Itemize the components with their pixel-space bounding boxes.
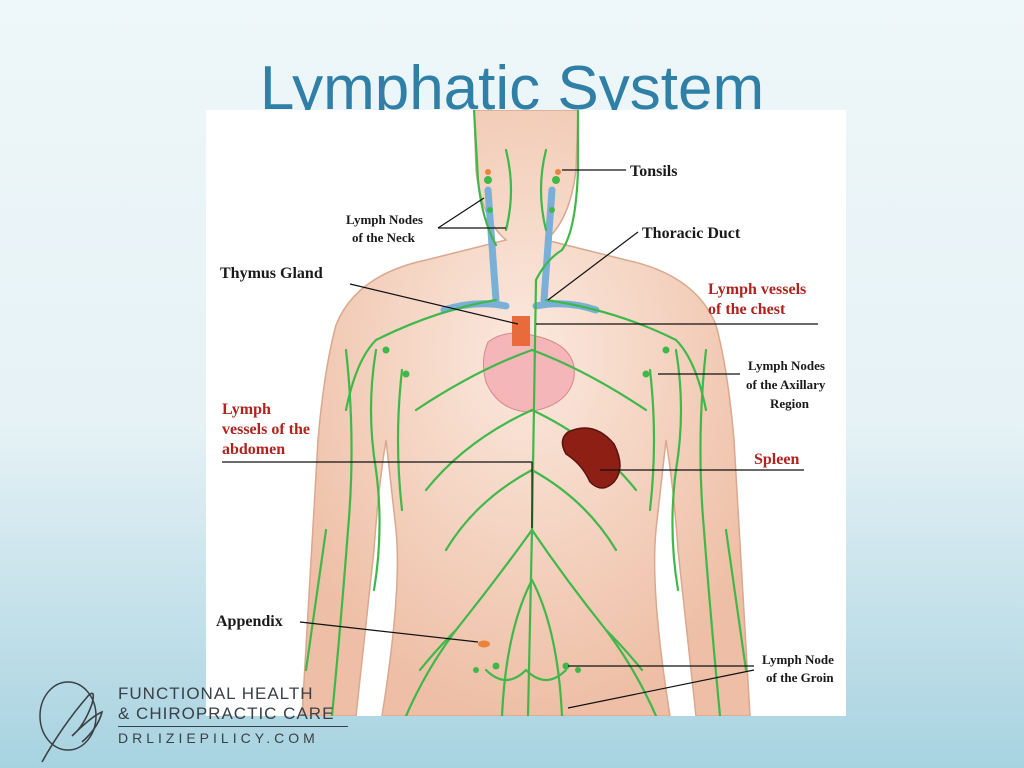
lymphatic-diagram: Tonsils Lymph Nodes of the Neck Thoracic… — [206, 110, 846, 716]
label-groin-1: Lymph Node — [762, 652, 834, 667]
brand-logo: FUNCTIONAL HEALTH & CHIROPRACTIC CARE DR… — [32, 676, 362, 768]
label-groin-2: of the Groin — [766, 670, 834, 685]
leader-lines — [222, 169, 818, 709]
spleen — [561, 427, 621, 489]
label-axillary-3: Region — [770, 396, 810, 411]
label-neck-nodes-1: Lymph Nodes — [346, 212, 423, 227]
label-abdomen-2: vessels of the — [222, 421, 310, 438]
label-abdomen-1: Lymph — [222, 401, 271, 418]
label-abdomen-3: abdomen — [222, 441, 285, 458]
appendix — [478, 640, 490, 648]
label-thoracic-duct: Thoracic Duct — [642, 225, 741, 242]
label-tonsils: Tonsils — [630, 163, 677, 180]
logo-line-2: & CHIROPRACTIC CARE — [118, 704, 335, 723]
logo-url: DRLIZIEPILICY.COM — [118, 730, 319, 746]
logo-line-1: FUNCTIONAL HEALTH — [118, 684, 314, 703]
signature-mark-icon — [39, 681, 104, 763]
label-thymus: Thymus Gland — [220, 265, 323, 282]
label-group: Tonsils Lymph Nodes of the Neck Thoracic… — [216, 163, 834, 685]
label-chest-vessels-1: Lymph vessels — [708, 281, 806, 298]
label-chest-vessels-2: of the chest — [708, 301, 786, 318]
lymph-nodes — [382, 176, 670, 673]
logo-divider — [118, 726, 348, 727]
label-neck-nodes-2: of the Neck — [352, 230, 416, 245]
label-spleen: Spleen — [754, 451, 799, 468]
label-axillary-2: of the Axillary — [746, 377, 826, 392]
tonsil-marks — [485, 169, 561, 175]
label-appendix: Appendix — [216, 613, 283, 630]
heart — [482, 316, 575, 413]
label-axillary-1: Lymph Nodes — [748, 358, 825, 373]
